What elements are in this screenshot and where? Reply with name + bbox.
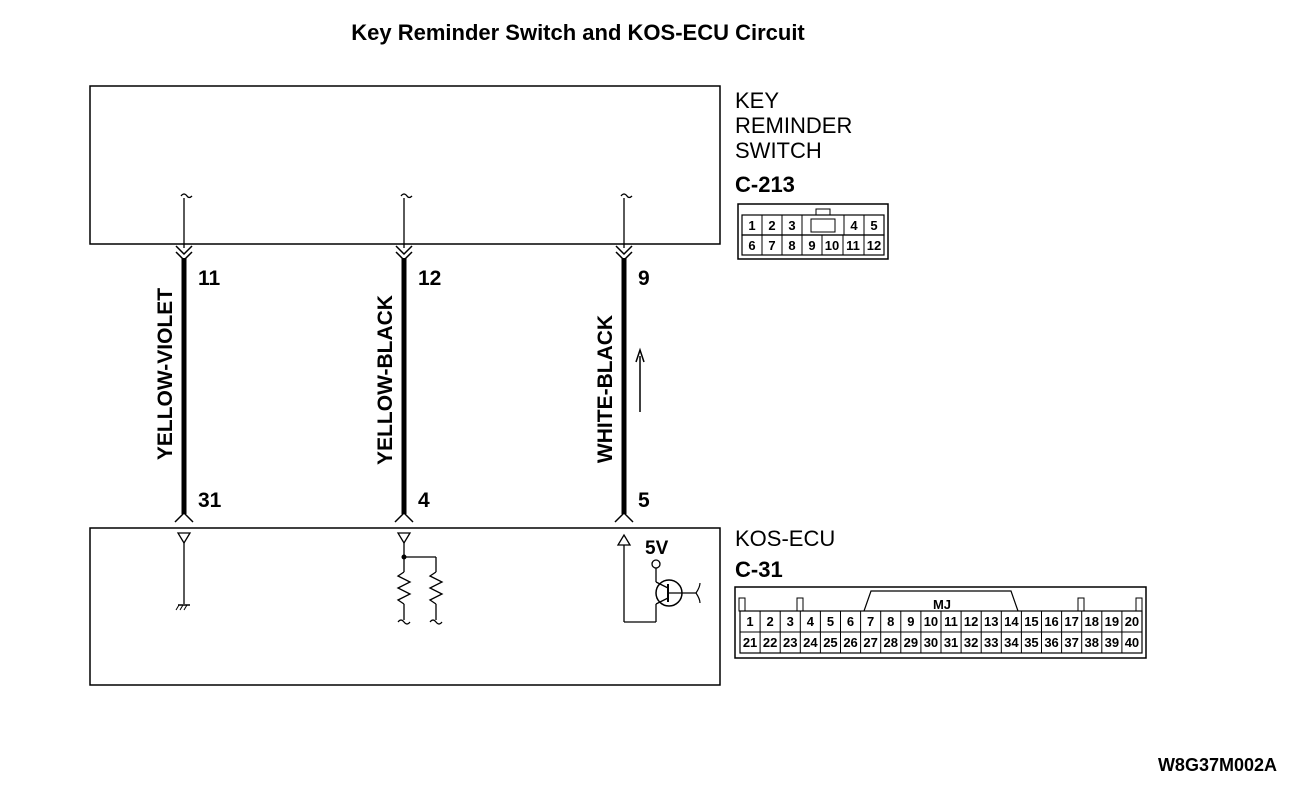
c31-pin: 1 (746, 614, 753, 629)
c31-pin: 2 (767, 614, 774, 629)
c213-pin: 9 (808, 238, 815, 253)
wire-color-yellow-black: YELLOW-BLACK (374, 295, 397, 465)
c31-pin: 20 (1125, 614, 1139, 629)
key-reminder-switch-box (89, 85, 721, 245)
c31-pin: 19 (1105, 614, 1119, 629)
c31-pin: 28 (884, 635, 898, 650)
ecu-name: KOS-ECU (735, 526, 835, 551)
c31-pin: 30 (924, 635, 938, 650)
c31-pin: 7 (867, 614, 874, 629)
c31-pin: 24 (803, 635, 818, 650)
bottom-pin-4: 4 (418, 489, 430, 512)
transistor-icon (616, 533, 701, 623)
ground-symbol-icon (175, 532, 192, 611)
c31-pin: 12 (964, 614, 978, 629)
c213-pin: 11 (846, 238, 860, 253)
c31-pin: 5 (827, 614, 834, 629)
wire-color-yellow-violet: YELLOW-VIOLET (154, 288, 177, 460)
wire-color-white-black: WHITE-BLACK (594, 315, 617, 463)
top-pin-11: 11 (198, 267, 221, 290)
c31-pin: 35 (1024, 635, 1038, 650)
c31-pin: 6 (847, 614, 854, 629)
c213-pin: 4 (850, 218, 858, 233)
diagram-title: Key Reminder Switch and KOS-ECU Circuit (351, 20, 805, 45)
c31-pin: 38 (1085, 635, 1099, 650)
c31-pin: 25 (823, 635, 837, 650)
c31-pin: 36 (1044, 635, 1058, 650)
c31-connector-tag: MJ (933, 597, 951, 612)
c31-pin: 3 (787, 614, 794, 629)
c31-pin: 16 (1044, 614, 1058, 629)
c31-pin: 14 (1004, 614, 1019, 629)
switch-name-line-2: REMINDER (735, 113, 852, 138)
c31-pin: 4 (807, 614, 815, 629)
c31-pin: 13 (984, 614, 998, 629)
c31-pin: 8 (887, 614, 894, 629)
wire-white-black (614, 193, 634, 523)
switch-connector-id: C-213 (735, 172, 795, 197)
c31-pin: 34 (1004, 635, 1019, 650)
c213-pin: 6 (748, 238, 755, 253)
wire-yellow-violet (174, 193, 194, 523)
bottom-pin-5: 5 (638, 489, 650, 512)
top-pin-9: 9 (638, 267, 650, 290)
c31-pin: 9 (907, 614, 914, 629)
c213-pin: 2 (768, 218, 775, 233)
c31-pin: 32 (964, 635, 978, 650)
supply-voltage-label: 5V (645, 538, 669, 559)
c31-pin: 15 (1024, 614, 1038, 629)
wire-yellow-black (394, 193, 414, 523)
c213-pin: 1 (748, 218, 755, 233)
c31-pin: 11 (944, 614, 958, 629)
figure-code: W8G37M002A (1158, 755, 1277, 775)
c31-pin: 22 (763, 635, 777, 650)
resistor-network-icon (396, 532, 444, 625)
c31-pin: 29 (904, 635, 918, 650)
c213-pin: 10 (825, 238, 839, 253)
c31-pin: 26 (843, 635, 857, 650)
c31-pin: 21 (743, 635, 757, 650)
c213-pin: 3 (788, 218, 795, 233)
c31-pin: 40 (1125, 635, 1139, 650)
ecu-connector-id: C-31 (735, 557, 783, 582)
switch-name-line-3: SWITCH (735, 138, 822, 163)
c213-pin: 7 (768, 238, 775, 253)
c31-pin: 23 (783, 635, 797, 650)
bottom-pin-31: 31 (198, 489, 222, 512)
switch-name-line-1: KEY (735, 88, 779, 113)
c31-pin: 33 (984, 635, 998, 650)
c31-pin: 39 (1105, 635, 1119, 650)
top-pin-12: 12 (418, 267, 441, 290)
c213-pin: 8 (788, 238, 795, 253)
c213-pin: 5 (870, 218, 877, 233)
c31-pin: 17 (1064, 614, 1078, 629)
c213-pin: 12 (867, 238, 881, 253)
key-reminder-switch-label: KEY REMINDER SWITCH (735, 88, 852, 163)
kos-ecu-box (89, 527, 721, 686)
c31-pin: 27 (863, 635, 877, 650)
c31-pin: 18 (1085, 614, 1099, 629)
c31-pin: 31 (944, 635, 958, 650)
c31-pin: 10 (924, 614, 938, 629)
c31-pin: 37 (1064, 635, 1078, 650)
c213-connector-face: 1 2 3 4 5 6 7 8 9 10 11 12 (737, 203, 889, 260)
signal-direction-arrow-icon (635, 347, 645, 412)
